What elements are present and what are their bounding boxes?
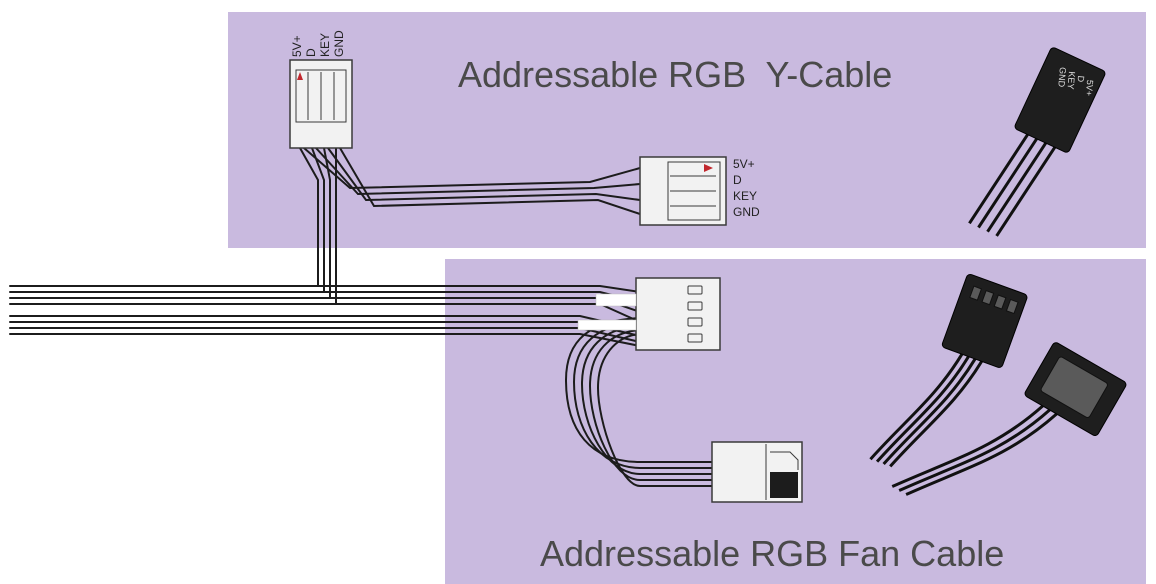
pin-label: KEY: [733, 189, 757, 203]
y-right-pin-labels: 5V+ D KEY GND: [733, 157, 760, 219]
pin-label: GND: [733, 205, 760, 219]
fan-bottom-connector: [711, 441, 803, 503]
fan-cable-panel: [445, 259, 1146, 584]
pin-label: D: [733, 173, 742, 187]
pin-label: GND: [332, 30, 346, 57]
pin-label: 5V+: [733, 157, 755, 171]
fan-photo-icon: [869, 273, 1127, 496]
photo-pin-label: GND: [1056, 67, 1068, 88]
pin-label: KEY: [318, 33, 332, 57]
fan-cable-title: Addressable RGB Fan Cable: [540, 533, 1004, 574]
latch-icon: [770, 472, 798, 498]
photo-pin-label: 5V+: [1084, 79, 1095, 96]
y-top-pin-labels: 5V+ D KEY GND: [290, 30, 346, 57]
photo-pin-label: D: [1076, 75, 1087, 83]
photo-pin-label: KEY: [1065, 71, 1077, 90]
pin-label: D: [304, 48, 318, 57]
y-cable-title: Addressable RGB Y-Cable: [458, 54, 892, 95]
pin-marker-icon: [704, 164, 713, 172]
pin-label: 5V+: [290, 35, 304, 57]
cable-photo-icon: GND KEY D 5V+: [968, 47, 1106, 237]
pin-marker-icon: [297, 72, 303, 80]
fan-top-connector: [577, 277, 721, 351]
y-right-wires: [303, 147, 641, 215]
y-top-connector: [289, 59, 353, 149]
y-right-connector: [639, 156, 727, 226]
